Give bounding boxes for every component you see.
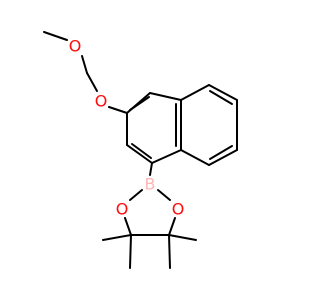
boron-atom-label: B xyxy=(145,175,156,194)
oxygen-atom-label: O xyxy=(116,200,129,219)
bond xyxy=(43,31,68,41)
bond xyxy=(129,234,132,269)
oxygen-atom-label: O xyxy=(95,92,108,111)
bond xyxy=(180,84,210,101)
bond xyxy=(168,234,171,269)
bond xyxy=(209,145,233,160)
bond xyxy=(157,189,171,201)
oxygen-atom-label: O xyxy=(172,200,185,219)
bond xyxy=(208,149,238,166)
bond xyxy=(129,189,143,201)
bond xyxy=(168,217,176,236)
bond xyxy=(108,106,128,114)
bond xyxy=(149,162,153,176)
bond xyxy=(131,143,152,159)
bond xyxy=(102,234,132,241)
oxygen-atom-label: O xyxy=(69,37,82,56)
bond xyxy=(168,234,197,241)
molecule-structure: O O B O O xyxy=(43,31,238,269)
atom-layer: O O B O O xyxy=(69,37,185,219)
bond xyxy=(81,55,88,74)
bond xyxy=(129,96,150,111)
bond xyxy=(86,72,98,92)
bond xyxy=(126,144,153,164)
bond-layer xyxy=(43,31,238,269)
bond xyxy=(149,92,182,101)
bond xyxy=(209,90,233,105)
bond xyxy=(180,149,210,166)
bond xyxy=(208,84,238,101)
bond xyxy=(124,217,132,236)
bond xyxy=(151,149,182,164)
